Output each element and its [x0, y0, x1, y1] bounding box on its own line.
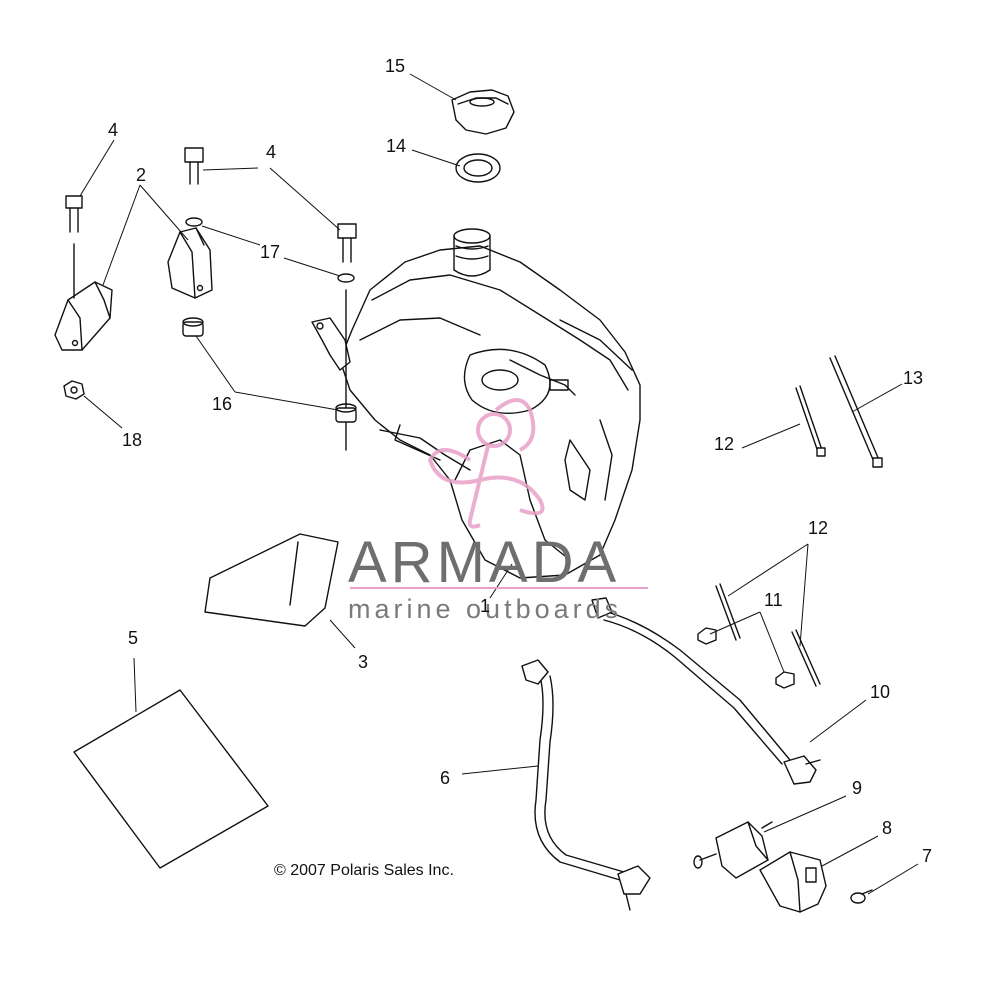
leader-lines [79, 73, 919, 895]
callout-4-right: 4 [266, 142, 276, 162]
fuel-cap [451, 89, 515, 135]
callout-1: 1 [480, 596, 490, 616]
fuel-line-10 [591, 597, 821, 785]
nut-18 [63, 380, 85, 400]
callout-13: 13 [903, 368, 923, 388]
callouts: 4 2 4 17 16 18 15 14 1 3 5 6 12 13 12 11… [108, 56, 932, 866]
screw-7 [850, 889, 873, 904]
callout-10: 10 [870, 682, 890, 702]
bracket-left [54, 281, 113, 351]
copyright-text: © 2007 Polaris Sales Inc. [274, 862, 454, 879]
watermark-subtitle: marine outboards [348, 594, 622, 624]
callout-2: 2 [136, 165, 146, 185]
callout-11: 11 [764, 590, 783, 610]
fuel-line-6 [521, 659, 651, 911]
grommet-16-right [335, 403, 357, 423]
fuel-tank [311, 228, 641, 579]
callout-5: 5 [128, 628, 138, 648]
cap-gasket [455, 153, 501, 183]
watermark-logo-icon [427, 398, 545, 529]
cable-tie-12-upper [795, 385, 826, 457]
watermark-title: ARMADA [348, 530, 620, 595]
washer-17-right [337, 273, 355, 283]
bolt-right [337, 223, 357, 451]
callout-14: 14 [386, 136, 406, 156]
grommet-16-left [182, 317, 204, 337]
bracket-right [167, 227, 213, 299]
washer-17-left [185, 217, 203, 227]
cable-tie-12-lower-a [715, 583, 741, 641]
callout-16: 16 [212, 394, 232, 414]
callout-3: 3 [358, 652, 368, 672]
fuel-filter [693, 821, 773, 879]
callout-17: 17 [260, 242, 280, 262]
callout-12-lower: 12 [808, 518, 828, 538]
heat-shield [73, 689, 269, 869]
filter-bracket [759, 851, 827, 913]
watermark: ARMADA marine outboards [348, 398, 648, 624]
callout-7: 7 [922, 846, 932, 866]
clip-11-b [775, 671, 795, 689]
cable-tie-12-lower-b [791, 629, 821, 687]
foam-pad [204, 533, 339, 627]
callout-12-upper: 12 [714, 434, 734, 454]
cable-tie-13 [829, 355, 883, 468]
callout-8: 8 [882, 818, 892, 838]
bolt-left [65, 195, 83, 299]
clip-11-a [697, 627, 717, 645]
callout-15: 15 [385, 56, 405, 76]
callout-4-left: 4 [108, 120, 118, 140]
bolt-top [184, 147, 204, 185]
callout-18: 18 [122, 430, 142, 450]
callout-6: 6 [440, 768, 450, 788]
callout-9: 9 [852, 778, 862, 798]
